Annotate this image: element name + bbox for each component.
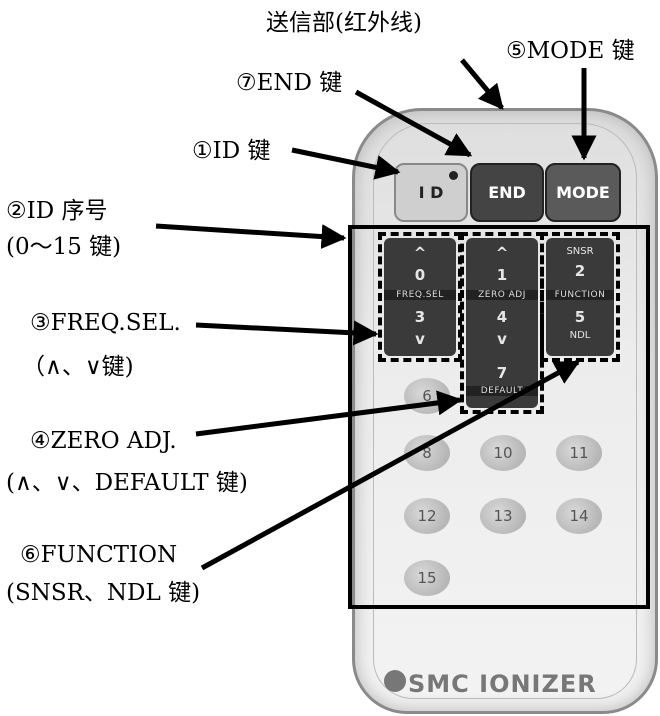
arrow-function — [202, 362, 578, 568]
arrow-id-key — [292, 150, 398, 172]
arrow-freq-sel — [196, 325, 376, 334]
label-infrared: 送信部(红外线) — [266, 12, 422, 35]
label-id-number: ②ID 序号 — [6, 200, 107, 223]
label-zero-adj-keys: (∧、∨、DEFAULT 键) — [6, 472, 248, 495]
arrow-infrared — [462, 60, 502, 108]
label-zero-adj: ④ZERO ADJ. — [30, 430, 177, 453]
label-id-key: ①ID 键 — [192, 140, 270, 163]
label-id-number-range: (0～15 键) — [6, 236, 121, 259]
arrow-id-number — [156, 226, 344, 238]
label-freq-sel: ③FREQ.SEL. — [30, 312, 181, 335]
label-end-key: ⑦END 键 — [236, 72, 342, 95]
arrow-zero-adj — [196, 400, 460, 434]
label-function-keys: (SNSR、NDL 键) — [6, 582, 200, 605]
label-mode-key: ⑤MODE 键 — [506, 40, 635, 63]
label-function: ⑥FUNCTION — [20, 544, 177, 567]
arrow-end — [356, 92, 470, 155]
label-freq-sel-keys: （∧、∨键) — [22, 356, 134, 379]
